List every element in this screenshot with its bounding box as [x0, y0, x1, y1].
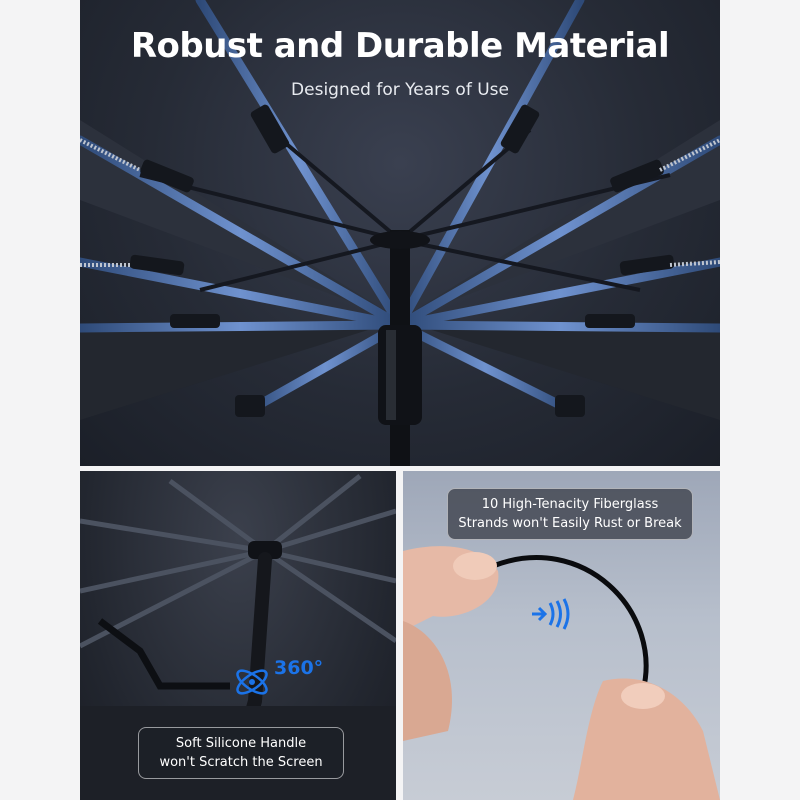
fiberglass-caption-line1: 10 High-Tenacity Fiberglass	[481, 497, 659, 512]
rotate-360-icon	[232, 662, 272, 702]
page-title: Robust and Durable Material	[130, 26, 670, 66]
bend-arrow-icon	[530, 597, 572, 631]
fiberglass-caption: 10 High-Tenacity Fiberglass Strands won'…	[447, 488, 693, 540]
handle-caption: Soft Silicone Handle won't Scratch the S…	[138, 727, 344, 779]
rotation-label: 360°	[274, 657, 324, 679]
page-subtitle: Designed for Years of Use	[291, 80, 509, 100]
blue-ribs	[80, 0, 720, 415]
fiberglass-photo: 10 High-Tenacity Fiberglass Strands won'…	[403, 471, 720, 800]
bent-fiberglass-illustration	[403, 546, 720, 800]
handle-caption-line2: won't Scratch the Screen	[159, 755, 323, 770]
umbrella-interior-photo	[80, 0, 720, 466]
fiberglass-caption-line2: Strands won't Easily Rust or Break	[458, 516, 682, 531]
handle-caption-line1: Soft Silicone Handle	[175, 736, 307, 751]
umbrella-ribs-illustration	[80, 0, 720, 466]
handle-photo: Soft Silicone Handle won't Scratch the S…	[80, 471, 396, 800]
